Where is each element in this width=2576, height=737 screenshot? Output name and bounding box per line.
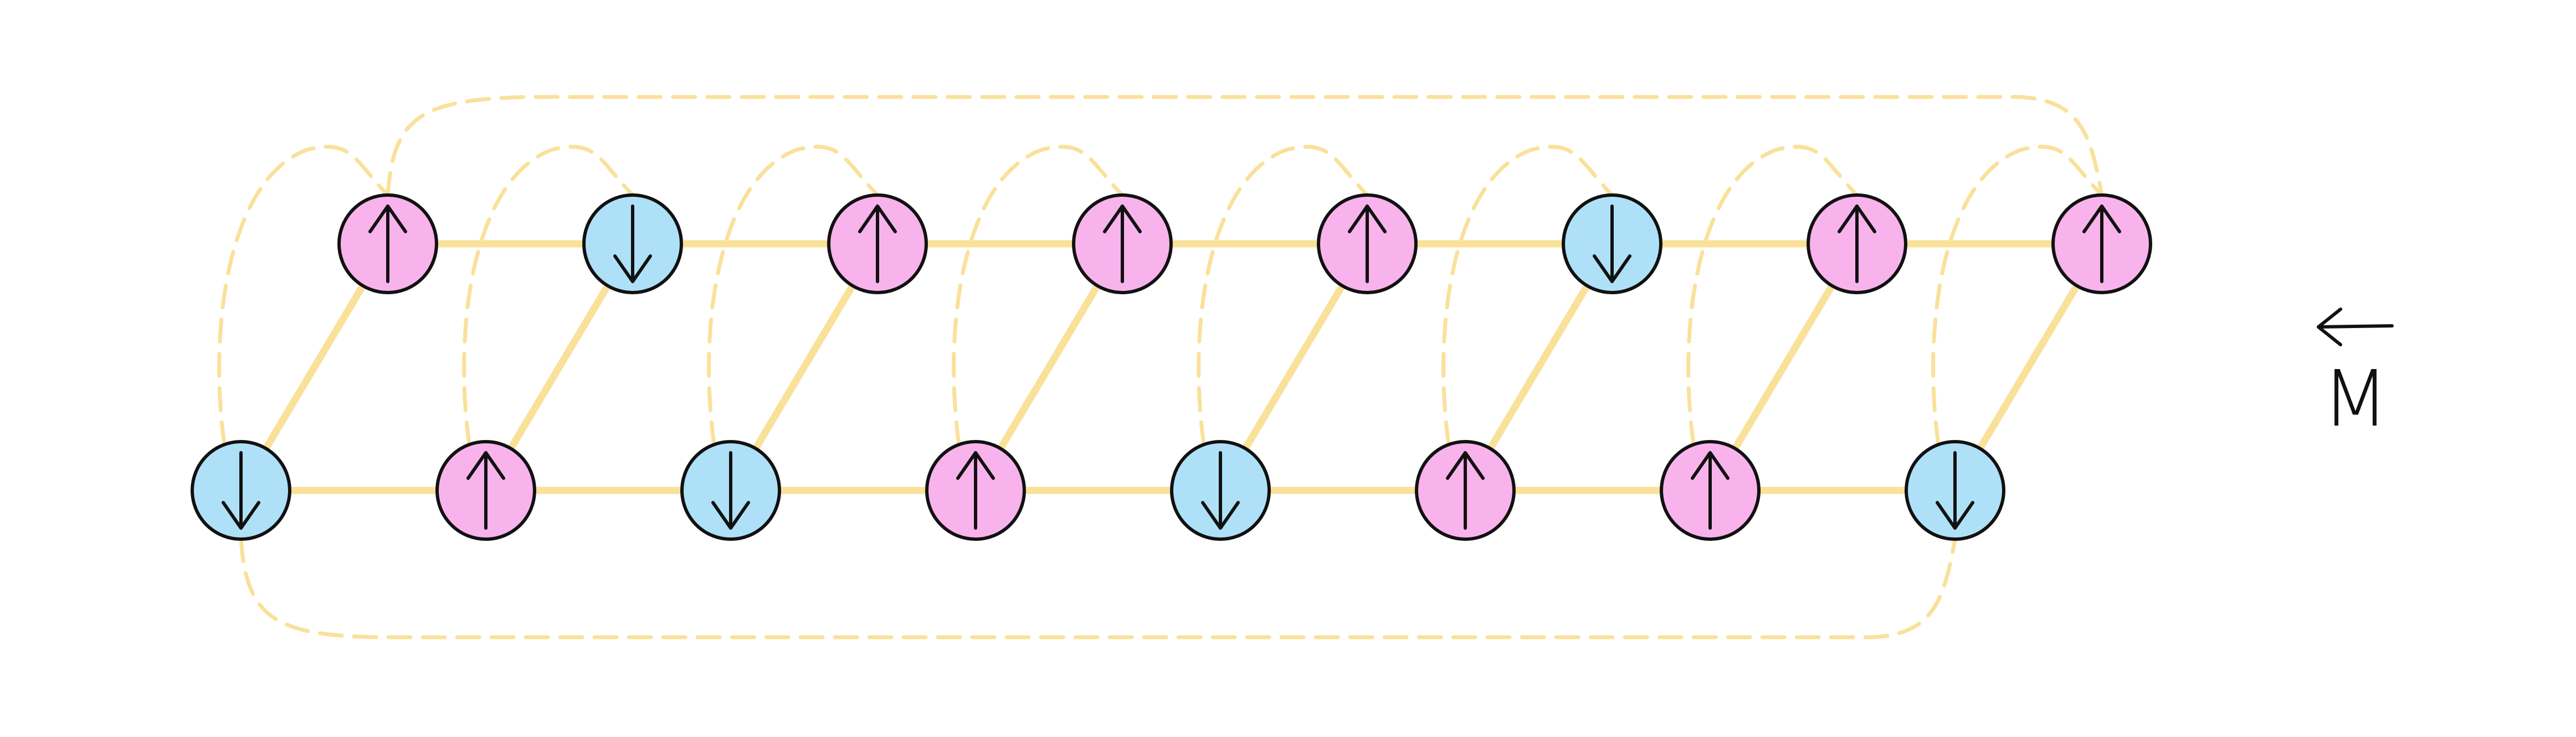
bottom-site-0 [191, 440, 291, 541]
up-arrow-icon [466, 451, 505, 530]
top-site-7 [2051, 193, 2152, 294]
bottom-site-3 [925, 440, 1026, 541]
dashed-bond-1 [462, 145, 635, 447]
down-arrow-icon [711, 451, 750, 530]
up-arrow-icon [368, 204, 407, 283]
down-arrow-icon [1201, 451, 1240, 530]
down-arrow-icon [613, 204, 652, 283]
dashed-bond-6 [1686, 145, 1859, 447]
top-site-1 [582, 193, 683, 294]
magnetization-label: M [2322, 354, 2389, 444]
bottom-wrap-dashed-bond [239, 537, 1957, 639]
up-arrow-icon [1691, 451, 1730, 530]
bottom-site-1 [435, 440, 536, 541]
top-site-2 [827, 193, 928, 294]
top-site-4 [1317, 193, 1418, 294]
up-arrow-icon [1446, 451, 1485, 530]
bottom-site-4 [1170, 440, 1271, 541]
up-arrow-icon [858, 204, 897, 283]
top-wrap-dashed-bond [386, 95, 2104, 197]
bottom-site-7 [1905, 440, 2005, 541]
up-arrow-icon [1103, 204, 1142, 283]
dashed-bond-5 [1441, 145, 1614, 447]
magnetization-indicator: M [2317, 308, 2394, 444]
bottom-site-5 [1415, 440, 1516, 541]
dashed-bond-4 [1197, 145, 1369, 447]
top-site-6 [1807, 193, 1907, 294]
dashed-bond-7 [1931, 145, 2104, 447]
dashed-bond-3 [952, 145, 1125, 447]
top-site-0 [337, 193, 438, 294]
spin-sites [191, 193, 2152, 541]
long-range-dashed-bonds [217, 95, 2104, 639]
down-arrow-icon [1593, 204, 1631, 283]
up-arrow-icon [1348, 204, 1387, 283]
left-arrow-icon [2317, 308, 2394, 346]
top-site-3 [1072, 193, 1173, 294]
up-arrow-icon [2082, 204, 2121, 283]
up-arrow-icon [1838, 204, 1876, 283]
up-arrow-icon [956, 451, 995, 530]
down-arrow-icon [222, 451, 260, 530]
top-site-5 [1562, 193, 1662, 294]
bottom-site-6 [1660, 440, 1761, 541]
down-arrow-icon [1936, 451, 1974, 530]
dashed-bond-0 [217, 145, 390, 447]
bottom-site-2 [680, 440, 781, 541]
dashed-bond-2 [707, 145, 880, 447]
